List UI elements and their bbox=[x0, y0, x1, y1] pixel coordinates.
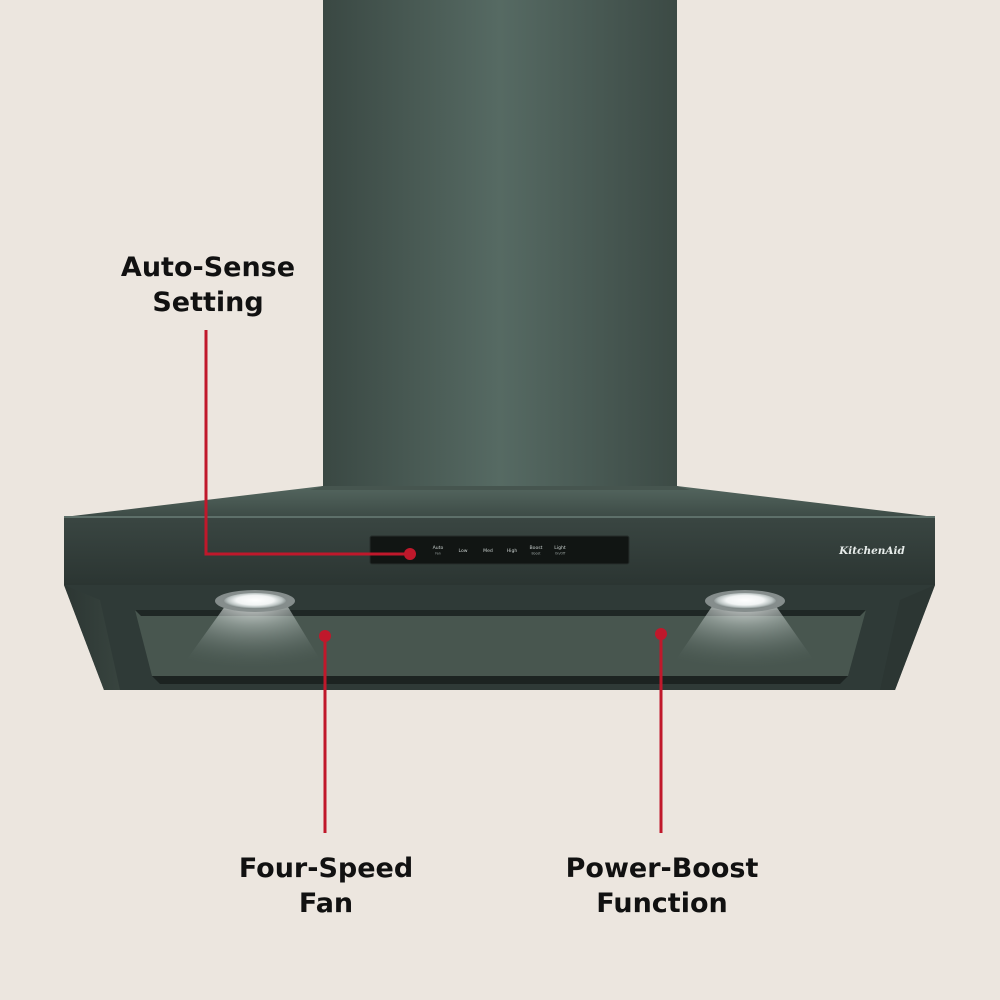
control-button-sublabel: Fan bbox=[435, 552, 441, 556]
callout-label-line: Fan bbox=[298, 888, 354, 919]
control-panel bbox=[369, 535, 630, 565]
control-button-auto[interactable]: Auto bbox=[433, 545, 444, 551]
light-glow-right bbox=[665, 602, 825, 676]
callout-label-power-boost: Power-Boost Function bbox=[551, 851, 773, 921]
callout-label-line: Function bbox=[596, 888, 728, 919]
control-button-boost[interactable]: Boost bbox=[530, 545, 543, 551]
light-glow-left bbox=[175, 602, 330, 676]
callout-label-auto-sense: Auto-Sense Setting bbox=[100, 250, 316, 320]
light-bulb-right bbox=[714, 593, 776, 609]
callout-label-line: Power-Boost bbox=[565, 853, 759, 884]
callout-label-line: Four-Speed bbox=[238, 853, 414, 884]
callout-dot-power-boost bbox=[655, 628, 667, 640]
light-bulb-left bbox=[224, 593, 286, 609]
callout-dot-auto-sense bbox=[404, 548, 416, 560]
control-button-high[interactable]: High bbox=[507, 548, 518, 554]
callout-label-line: Setting bbox=[152, 287, 264, 318]
callout-label-four-speed: Four-Speed Fan bbox=[226, 851, 426, 921]
hood-canopy bbox=[64, 486, 935, 517]
brand-logo: KitchenAid bbox=[838, 545, 905, 557]
callout-label-line: Auto-Sense bbox=[120, 252, 296, 283]
control-button-light[interactable]: Light bbox=[554, 545, 566, 551]
control-button-sublabel: On/Off bbox=[555, 552, 566, 556]
hood-chimney bbox=[323, 0, 677, 492]
control-button-sublabel: Boost bbox=[532, 552, 542, 556]
control-button-med[interactable]: Med bbox=[483, 548, 493, 554]
callout-line-auto-sense bbox=[204, 330, 410, 556]
control-button-low[interactable]: Low bbox=[458, 548, 467, 554]
callout-dot-four-speed bbox=[319, 630, 331, 642]
